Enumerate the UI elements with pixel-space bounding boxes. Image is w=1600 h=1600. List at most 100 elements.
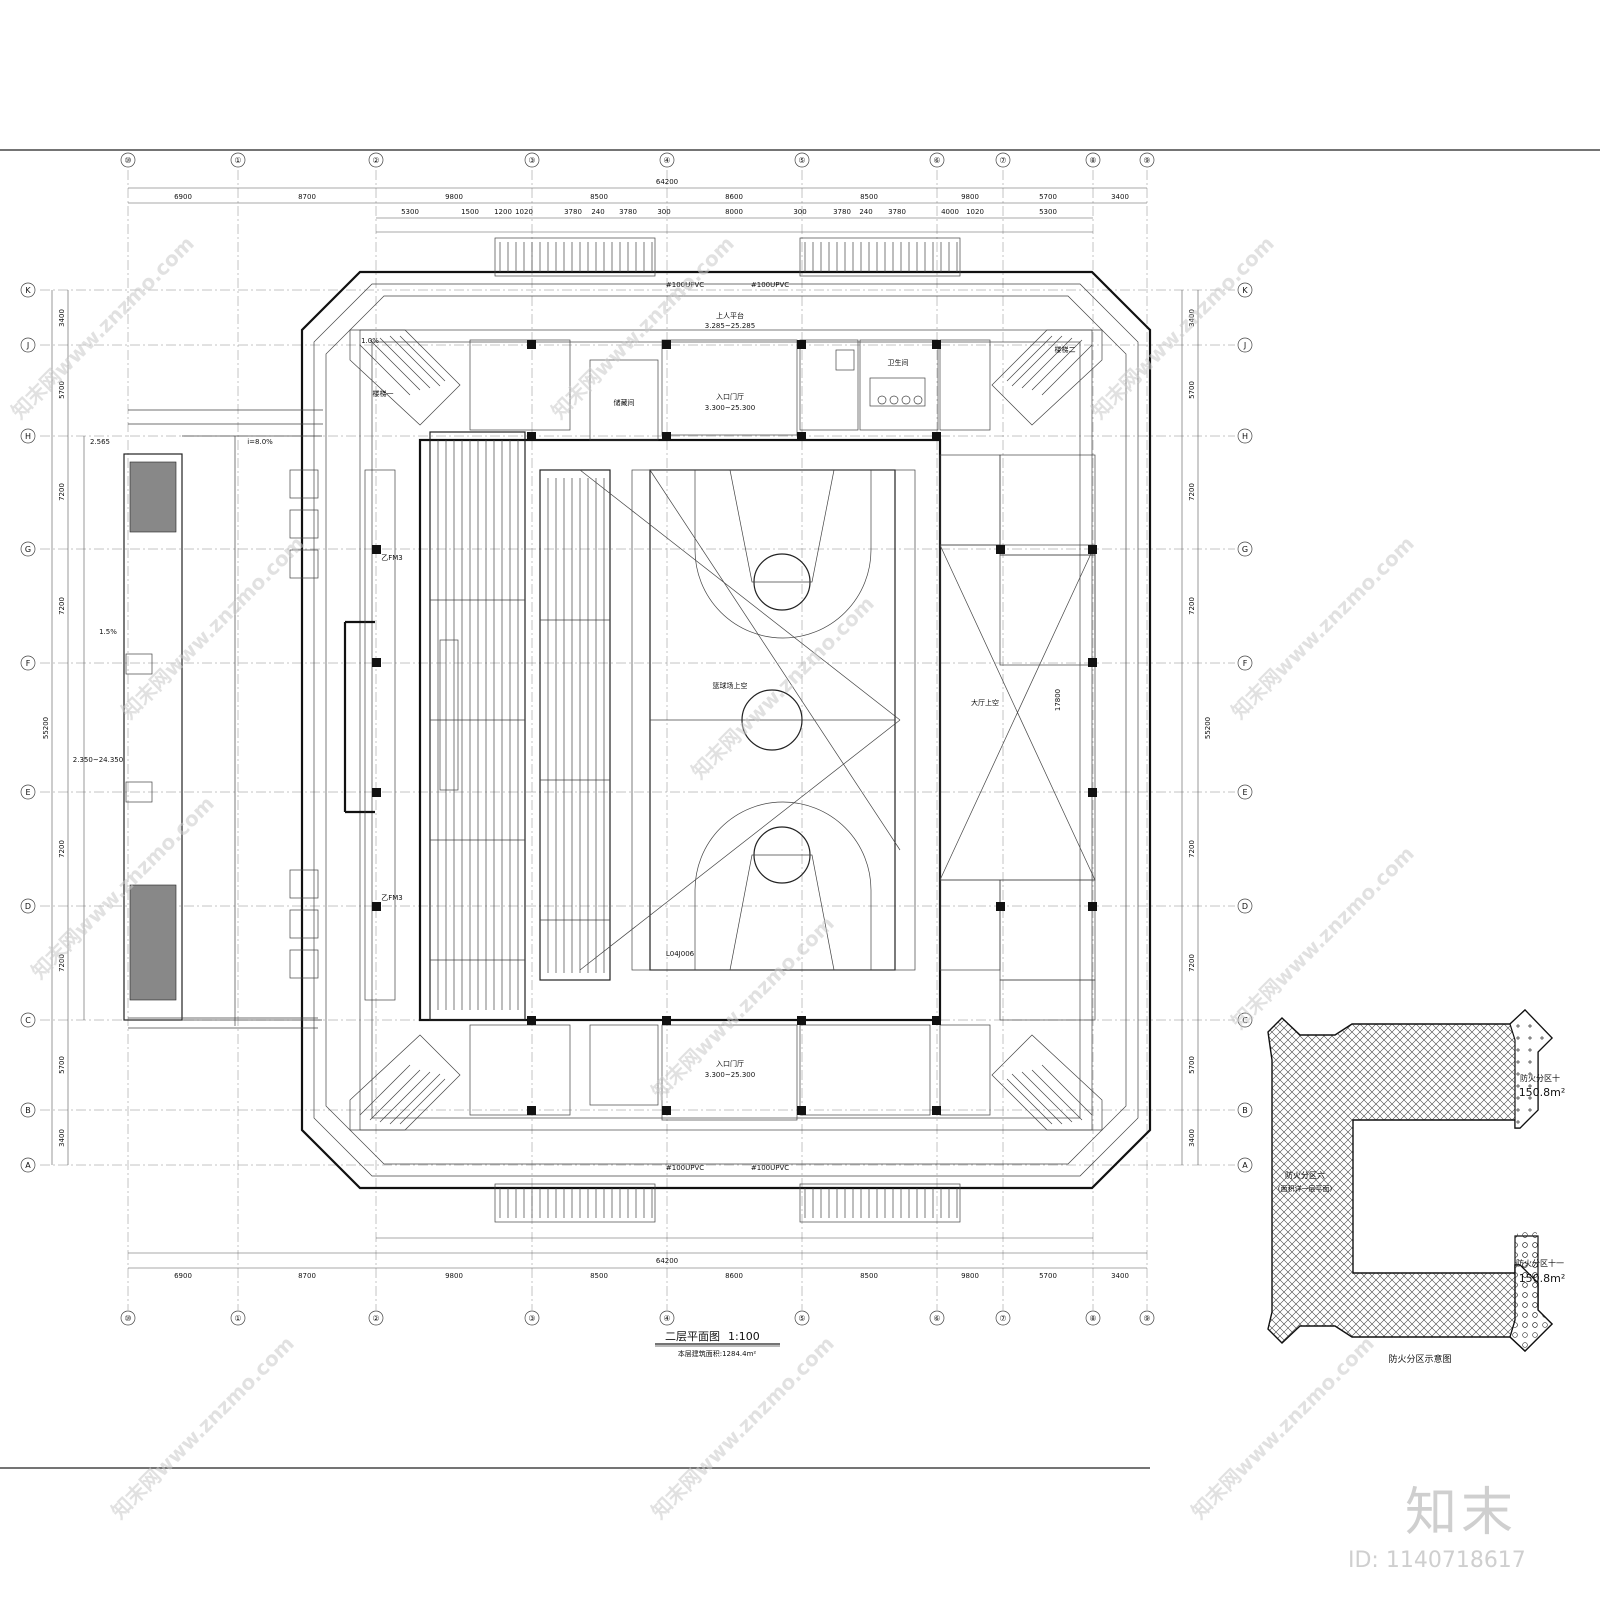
label-room: 卫生间 [888,358,909,367]
label-pipe: #100UPVC [751,1164,789,1172]
dim-top2: 1200 [494,208,512,216]
overall-height-dim-right: 55200 [1204,717,1212,739]
row-label: B [25,1106,31,1115]
row-label: K [25,286,31,295]
row-label: K [1242,286,1248,295]
left-wing [123,409,396,1029]
watermark-text: 知末网www.znzmo.com [117,531,309,723]
zone-mid-note: (面积详一层平面) [1278,1184,1333,1193]
dim-bottom: 8600 [725,1272,743,1280]
col-label: ④ [663,1314,670,1323]
dim-top: 8700 [298,193,316,201]
left-seating [429,431,611,1021]
axis-bubbles-top [120,152,1155,1326]
label-slope: i=8.0% [247,438,273,446]
grid-axes-horizontal [40,289,1235,1166]
label-stair-right: 楼梯二 [1055,345,1076,354]
total-dimension-bottom: 64200 [656,1257,678,1265]
bottom-rooms [469,1024,991,1121]
label-upper-platform-elev: 3.285~25.285 [705,322,755,330]
col-label: ② [372,156,379,165]
top-rooms [469,339,991,441]
dim-top2: 1500 [461,208,479,216]
zone-top-name: 防火分区十 [1520,1073,1560,1083]
total-dimension: 64200 [656,178,678,186]
label-entrance-bottom: 入口门厅 [716,1059,744,1068]
row-label: G [1242,545,1248,554]
dim-left: 7200 [58,483,66,501]
dim-top: 5700 [1039,193,1057,201]
col-label: ⑨ [1143,156,1150,165]
dim-top2: 1020 [966,208,984,216]
drawing-title: 二层平面图 [665,1330,720,1343]
zone-mid-name: 防火分区六 [1285,1170,1325,1180]
row-label: F [26,659,31,668]
col-label: ⑩ [124,1314,131,1323]
brand-logo-text: 知末 [1405,1483,1518,1543]
label-entrance-top-elev: 3.300~25.300 [705,404,755,412]
dim-top2: 4000 [941,208,959,216]
row-label: D [1242,902,1248,911]
dim-right: 7200 [1188,840,1196,858]
dim-right: 5700 [1188,1056,1196,1074]
label-elev-left2: 2.350~24.350 [73,756,123,764]
basketball-court [579,469,916,971]
col-label: ⑧ [1089,156,1096,165]
dim-bottom: 8500 [860,1272,878,1280]
label-span: 17800 [1054,689,1062,711]
row-label: A [25,1161,31,1170]
watermark-text: 知末网www.znzmo.com [1227,531,1419,723]
axis-bubbles-side [20,282,1253,1173]
building-outline [300,270,1152,1190]
dim-top2: 3780 [619,208,637,216]
watermark-text: 知末网www.znzmo.com [1087,231,1279,423]
col-label: ① [234,1314,241,1323]
label-ref-code: L04J006 [666,950,695,958]
row-label: C [25,1016,31,1025]
top-railings [494,237,961,1223]
dim-top2: 8000 [725,208,743,216]
dim-right: 5700 [1188,381,1196,399]
dim-bottom: 6900 [174,1272,192,1280]
dim-right: 3400 [1188,1129,1196,1147]
row-label: D [25,902,31,911]
top-dimension-lines [128,187,1147,1269]
dim-top2: 1020 [515,208,533,216]
row-label: H [25,432,31,441]
dim-bottom: 8500 [590,1272,608,1280]
label-pipe: #100UPVC [666,1164,704,1172]
dim-bottom: 3400 [1111,1272,1129,1280]
dim-top: 8500 [590,193,608,201]
row-label: A [1242,1161,1248,1170]
dim-top2: 300 [793,208,806,216]
col-label: ③ [528,1314,535,1323]
row-label: J [26,341,29,350]
label-entrance-top: 入口门厅 [716,392,744,401]
col-label: ⑦ [999,1314,1006,1323]
dim-top2: 5300 [401,208,419,216]
drawing-scale: 1:100 [728,1330,760,1343]
col-label: ⑨ [1143,1314,1150,1323]
dim-top2: 3780 [564,208,582,216]
label-pct: 1.0% [361,337,379,345]
dim-top: 9800 [961,193,979,201]
col-label: ⑤ [798,156,805,165]
dim-left: 7200 [58,597,66,615]
col-label: ③ [528,156,535,165]
dim-right: 7200 [1188,954,1196,972]
col-label: ② [372,1314,379,1323]
watermark-text: 知末网www.znzmo.com [1227,841,1419,1033]
zone-top-area: 150.8m² [1519,1086,1566,1099]
row-label: H [1242,432,1248,441]
dim-top2: 5300 [1039,208,1057,216]
dim-top2: 3780 [833,208,851,216]
dim-top2: 300 [657,208,670,216]
dim-top: 3400 [1111,193,1129,201]
col-label: ⑩ [124,156,131,165]
row-label: E [25,788,30,797]
overall-height-dim: 55200 [42,717,50,739]
dim-left: 5700 [58,1056,66,1074]
label-pct2: 1.5% [99,628,117,636]
label-elev-left: 2.565 [90,438,110,446]
